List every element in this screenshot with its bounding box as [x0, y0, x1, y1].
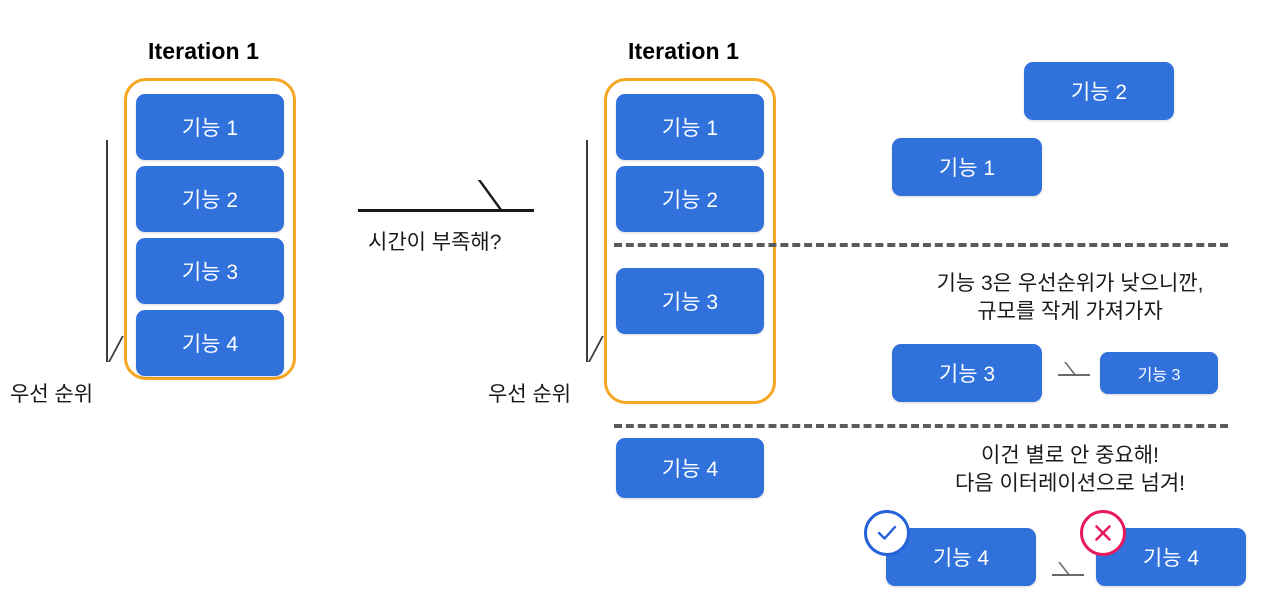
- right-priority-label: 우선 순위: [488, 383, 572, 406]
- band-middle-card-after[interactable]: 기능 3: [1100, 352, 1218, 394]
- band-bottom-shrink-arrow-icon: [1052, 562, 1084, 576]
- right-card-4-deferred[interactable]: 기능 4: [616, 438, 764, 498]
- cross-icon: [1080, 510, 1126, 556]
- left-card-3[interactable]: 기능 3: [136, 238, 284, 304]
- left-column-title: Iteration 1: [148, 38, 260, 64]
- left-priority-arrow-icon: [92, 140, 124, 362]
- check-icon: [864, 510, 910, 556]
- left-card-1[interactable]: 기능 1: [136, 94, 284, 160]
- right-card-1[interactable]: 기능 1: [616, 94, 764, 160]
- left-card-4[interactable]: 기능 4: [136, 310, 284, 376]
- band-middle-shrink-arrow-icon: [1058, 362, 1090, 376]
- band-bottom-note: 이건 별로 안 중요해! 다음 이터레이션으로 넘겨!: [954, 444, 1186, 495]
- scope-divider-upper: [614, 243, 1228, 247]
- band-middle-card-before[interactable]: 기능 3: [892, 344, 1042, 402]
- right-column-title: Iteration 1: [628, 38, 740, 64]
- right-card-2[interactable]: 기능 2: [616, 166, 764, 232]
- transition-label: 시간이 부족해?: [368, 231, 502, 254]
- scope-divider-lower: [614, 424, 1228, 428]
- transition-right-arrow-icon: [358, 180, 534, 212]
- right-priority-arrow-icon: [572, 140, 604, 362]
- band-middle-note: 기능 3은 우선순위가 낮으니깐, 규모를 작게 가져가자: [936, 272, 1204, 323]
- band-top-card-feature1[interactable]: 기능 1: [892, 138, 1042, 196]
- right-card-3[interactable]: 기능 3: [616, 268, 764, 334]
- band-top-card-feature2[interactable]: 기능 2: [1024, 62, 1174, 120]
- left-card-2[interactable]: 기능 2: [136, 166, 284, 232]
- left-priority-label: 우선 순위: [10, 383, 94, 406]
- band-bottom-card-before[interactable]: 기능 4: [886, 528, 1036, 586]
